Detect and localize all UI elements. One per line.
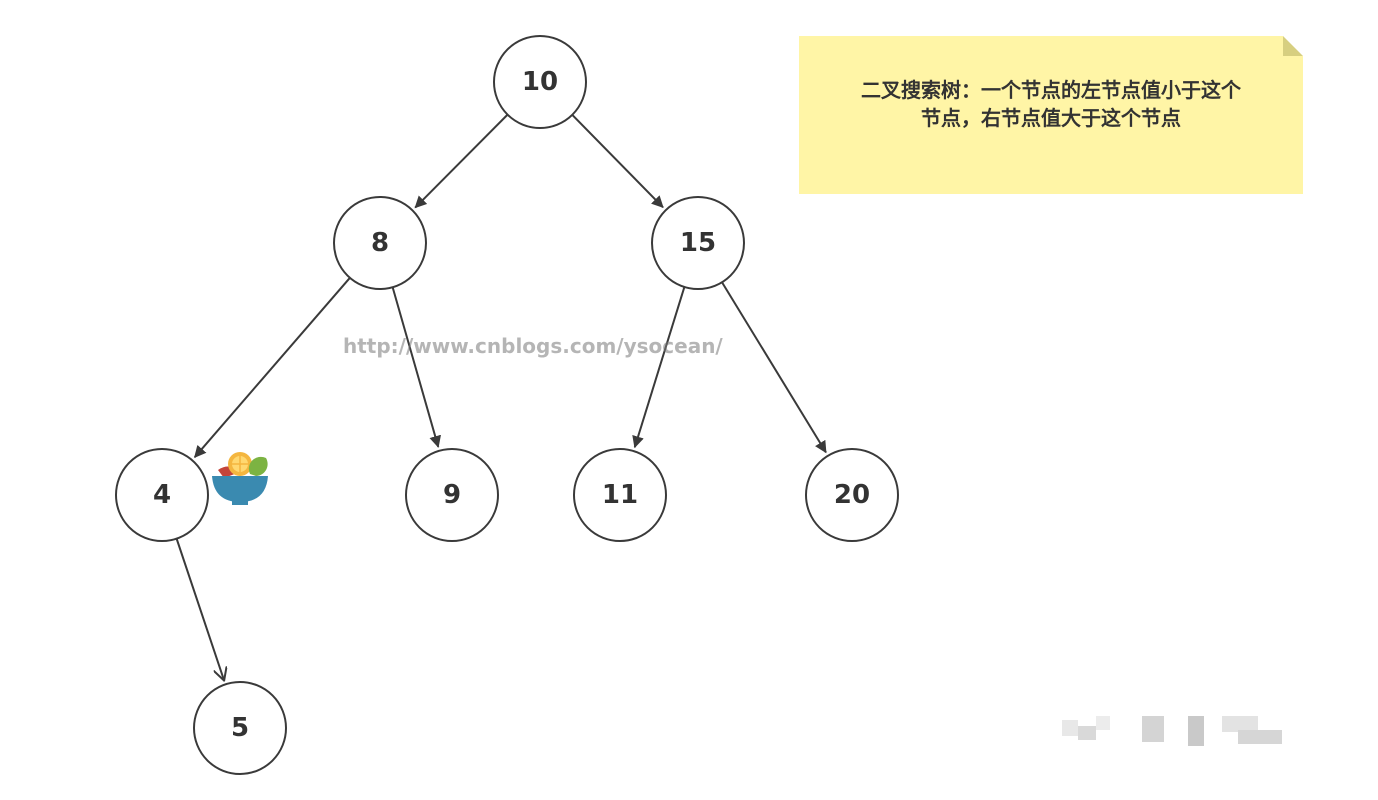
node-circle — [405, 448, 499, 542]
tree-node-11: 11 — [573, 448, 667, 542]
node-circle — [493, 35, 587, 129]
node-circle — [333, 196, 427, 290]
node-label: 9 — [443, 480, 461, 510]
node-circle — [115, 448, 209, 542]
edges-layer — [175, 113, 827, 681]
nodes-layer: 10 8 15 4 9 11 20 5 — [115, 35, 899, 775]
tree-node-20: 20 — [805, 448, 899, 542]
node-label: 4 — [153, 480, 171, 510]
node-circle — [193, 681, 287, 775]
note-box: 二叉搜索树：一个节点的左节点值小于这个 节点，右节点值大于这个节点 — [799, 36, 1303, 194]
watermark-text: http://www.cnblogs.com/ysocean/ — [343, 334, 723, 358]
node-label: 11 — [602, 480, 638, 510]
node-label: 15 — [680, 228, 716, 258]
node-label: 8 — [371, 228, 389, 258]
note-line-1: 二叉搜索树：一个节点的左节点值小于这个 — [861, 78, 1241, 102]
edge-15-to-20 — [721, 281, 827, 454]
tree-node-8: 8 — [333, 196, 427, 290]
edge-15-to-11 — [632, 286, 686, 449]
node-circle — [651, 196, 745, 290]
node-circle — [573, 448, 667, 542]
edge-10-to-8 — [414, 113, 509, 209]
node-circle — [805, 448, 899, 542]
tree-node-5: 5 — [193, 681, 287, 775]
edge-8-to-9 — [391, 286, 442, 448]
node-label: 20 — [834, 480, 870, 510]
fruit-bowl-icon — [212, 452, 268, 505]
tree-node-9: 9 — [405, 448, 499, 542]
edge-8-to-4 — [193, 277, 351, 458]
note-line-2: 节点，右节点值大于这个节点 — [921, 106, 1181, 130]
tree-node-10: 10 — [493, 35, 587, 129]
blurred-logo — [1062, 716, 1282, 746]
node-label: 10 — [522, 67, 558, 97]
edge-10-to-15 — [571, 114, 664, 209]
edge-4-to-5 — [175, 538, 225, 681]
note-text: 二叉搜索树：一个节点的左节点值小于这个 节点，右节点值大于这个节点 — [809, 76, 1293, 132]
tree-node-4: 4 — [115, 448, 209, 542]
tree-node-15: 15 — [651, 196, 745, 290]
node-label: 5 — [231, 713, 249, 743]
note-fold-corner — [1283, 36, 1303, 56]
